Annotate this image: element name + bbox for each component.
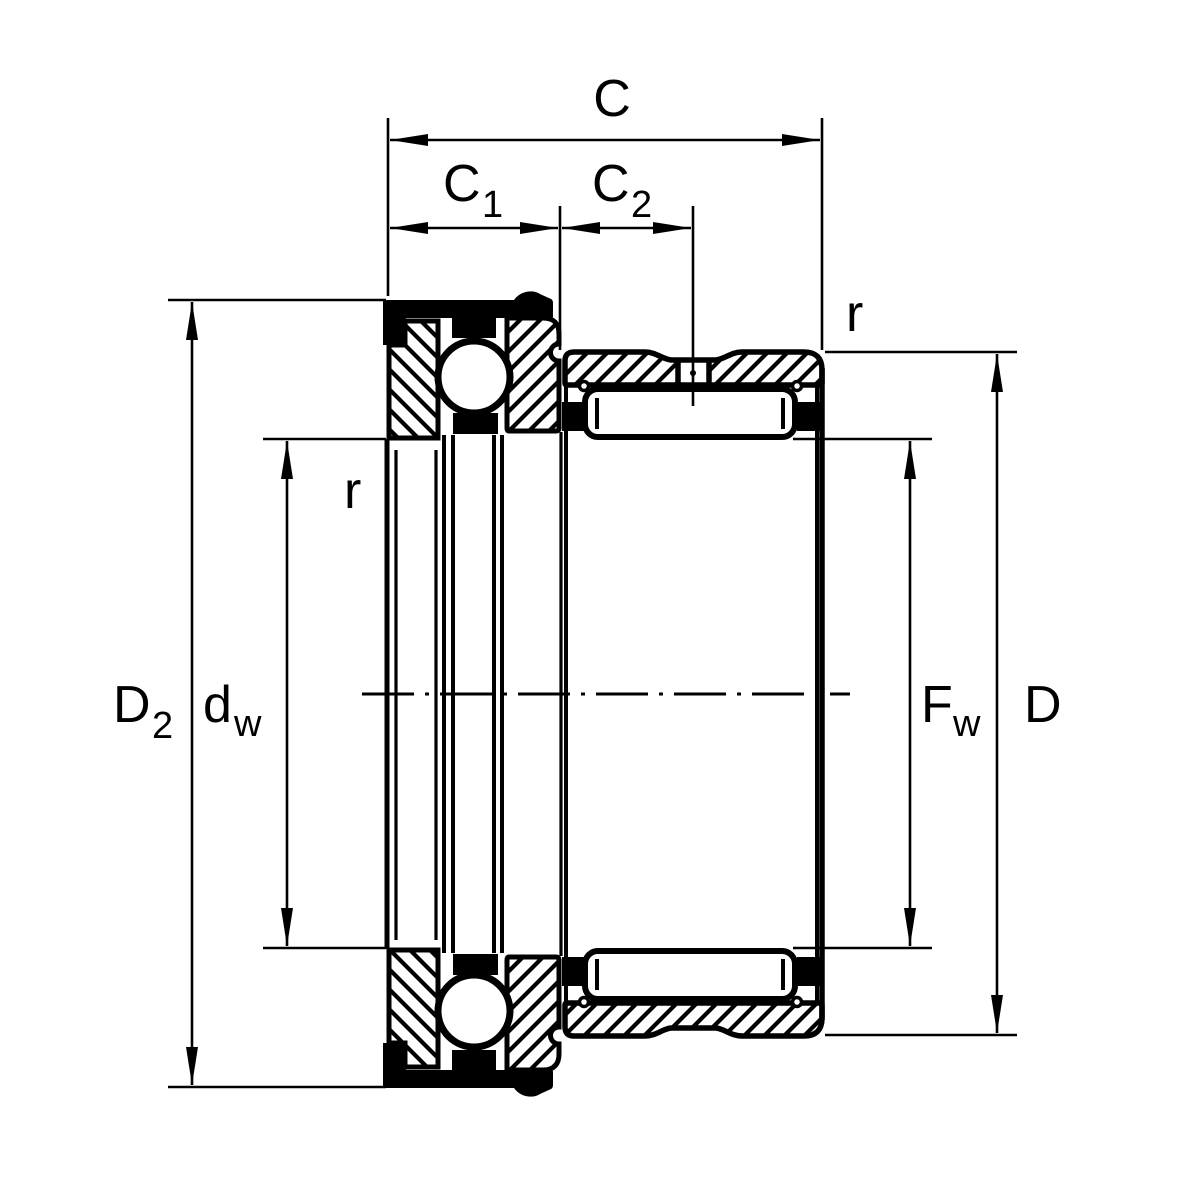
- label-d2-sub: 2: [152, 705, 173, 747]
- dimensions: [168, 118, 1017, 1089]
- cap-band-bottom: [383, 1043, 553, 1097]
- needle-roller-bottom: [582, 948, 798, 1002]
- label-fw-main: F: [921, 676, 953, 734]
- ball-cage-top-upper: [452, 317, 496, 338]
- seal-lip-bottom-left: [577, 995, 591, 1009]
- label-c2-sub: 2: [631, 184, 652, 226]
- label-c1-main: C: [443, 155, 481, 213]
- seal-top-right: [797, 402, 821, 431]
- housing-washer-bottom: [504, 954, 562, 1073]
- label-r-inner: r: [344, 462, 361, 520]
- needle-section-bottom: [562, 948, 825, 1039]
- label-c2-main: C: [592, 155, 630, 213]
- needle-section-top: [562, 349, 825, 440]
- thrust-ball-section-bottom: [383, 947, 562, 1097]
- label-c: C: [593, 70, 631, 128]
- dimension-d: [825, 350, 1017, 1037]
- label-c1-sub: 1: [482, 184, 503, 226]
- label-dw-main: d: [203, 676, 232, 734]
- needle-roller-top: [582, 386, 798, 440]
- housing-washer-top: [504, 315, 562, 434]
- seal-top-left: [562, 402, 585, 431]
- shaft-washer-bottom: [386, 947, 441, 1070]
- ball-cage-bottom-lower: [452, 1050, 496, 1071]
- label-d2-main: D: [113, 676, 151, 734]
- label-r-outer: r: [846, 285, 863, 343]
- dimension-labels: C C 1 C 2 D 2 d w F w D r r: [113, 70, 1062, 747]
- dimension-c1: [390, 206, 562, 350]
- label-d: D: [1024, 676, 1062, 734]
- label-fw-sub: w: [952, 703, 981, 745]
- thrust-ball-section-top: [383, 291, 562, 441]
- shaft-washer-top: [386, 318, 441, 441]
- ball-bottom: [434, 971, 514, 1051]
- seal-lip-top-right: [790, 379, 804, 393]
- ball-top: [434, 337, 514, 417]
- cap-band-top: [383, 291, 553, 345]
- outer-ring-top: [562, 349, 825, 388]
- ball-cage-top-lower: [453, 413, 498, 434]
- dimension-c: [386, 118, 824, 350]
- dimension-dw: [263, 437, 386, 950]
- dimension-fw: [793, 437, 932, 950]
- seal-bottom-left: [562, 957, 585, 986]
- seal-lip-bottom-right: [790, 995, 804, 1009]
- bore-edge-lines: [384, 368, 825, 1020]
- dimension-d2: [168, 298, 386, 1089]
- seal-bottom-right: [797, 957, 821, 986]
- outer-ring-bottom: [562, 1000, 825, 1039]
- seal-lip-top-left: [577, 379, 591, 393]
- dimension-c2: [562, 206, 695, 406]
- ball-cage-bottom-upper: [453, 954, 498, 975]
- label-dw-sub: w: [233, 703, 262, 745]
